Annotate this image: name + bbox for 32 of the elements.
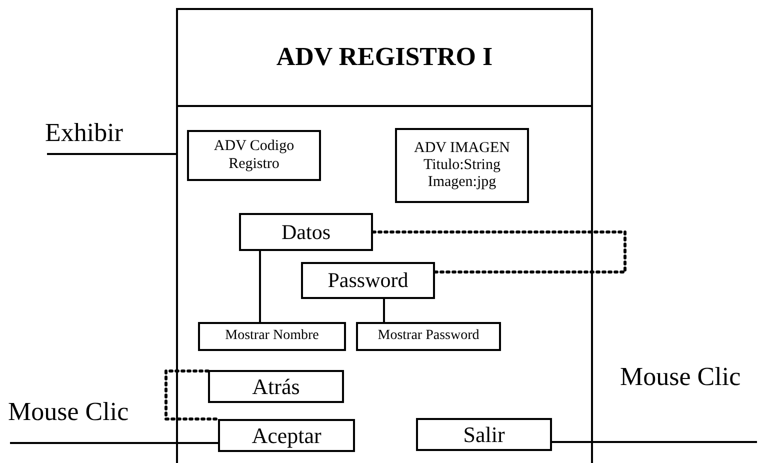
- attribute-label: Titulo:String: [424, 156, 500, 174]
- event-label: Mouse Clic: [8, 397, 129, 427]
- component-label: Datos: [282, 220, 330, 244]
- component-label: Mostrar Nombre: [225, 328, 319, 345]
- component-label: Salir: [463, 422, 505, 448]
- component-label: Atrás: [252, 374, 300, 400]
- dotted-connector: [372, 230, 626, 274]
- component-box: [356, 322, 501, 351]
- connector-line: [10, 442, 218, 444]
- component-box: [187, 130, 321, 181]
- attribute-label: Imagen:jpg: [428, 174, 496, 192]
- screen-frame: [176, 8, 593, 463]
- component-box: [416, 418, 552, 451]
- component-label: ADV IMAGEN: [414, 140, 510, 157]
- component-box: [395, 128, 529, 203]
- component-box: [239, 213, 373, 251]
- component-label: Aceptar: [252, 422, 322, 448]
- connector-line: [47, 153, 176, 155]
- dotted-connector: [164, 370, 220, 420]
- component-label: ADV Codigo Registro: [212, 138, 296, 173]
- connector-line: [383, 299, 385, 322]
- connector-line: [259, 251, 261, 322]
- component-box: [198, 322, 346, 351]
- component-box: [301, 262, 435, 299]
- screen-title: ADV REGISTRO I: [276, 42, 493, 72]
- event-label: Exhibir: [45, 118, 123, 148]
- component-box: [218, 419, 355, 452]
- component-label: Password: [328, 268, 408, 293]
- component-box: [208, 370, 344, 403]
- component-label: Mostrar Password: [378, 328, 480, 345]
- event-label: Mouse Clic: [620, 362, 741, 392]
- connector-line: [552, 441, 757, 443]
